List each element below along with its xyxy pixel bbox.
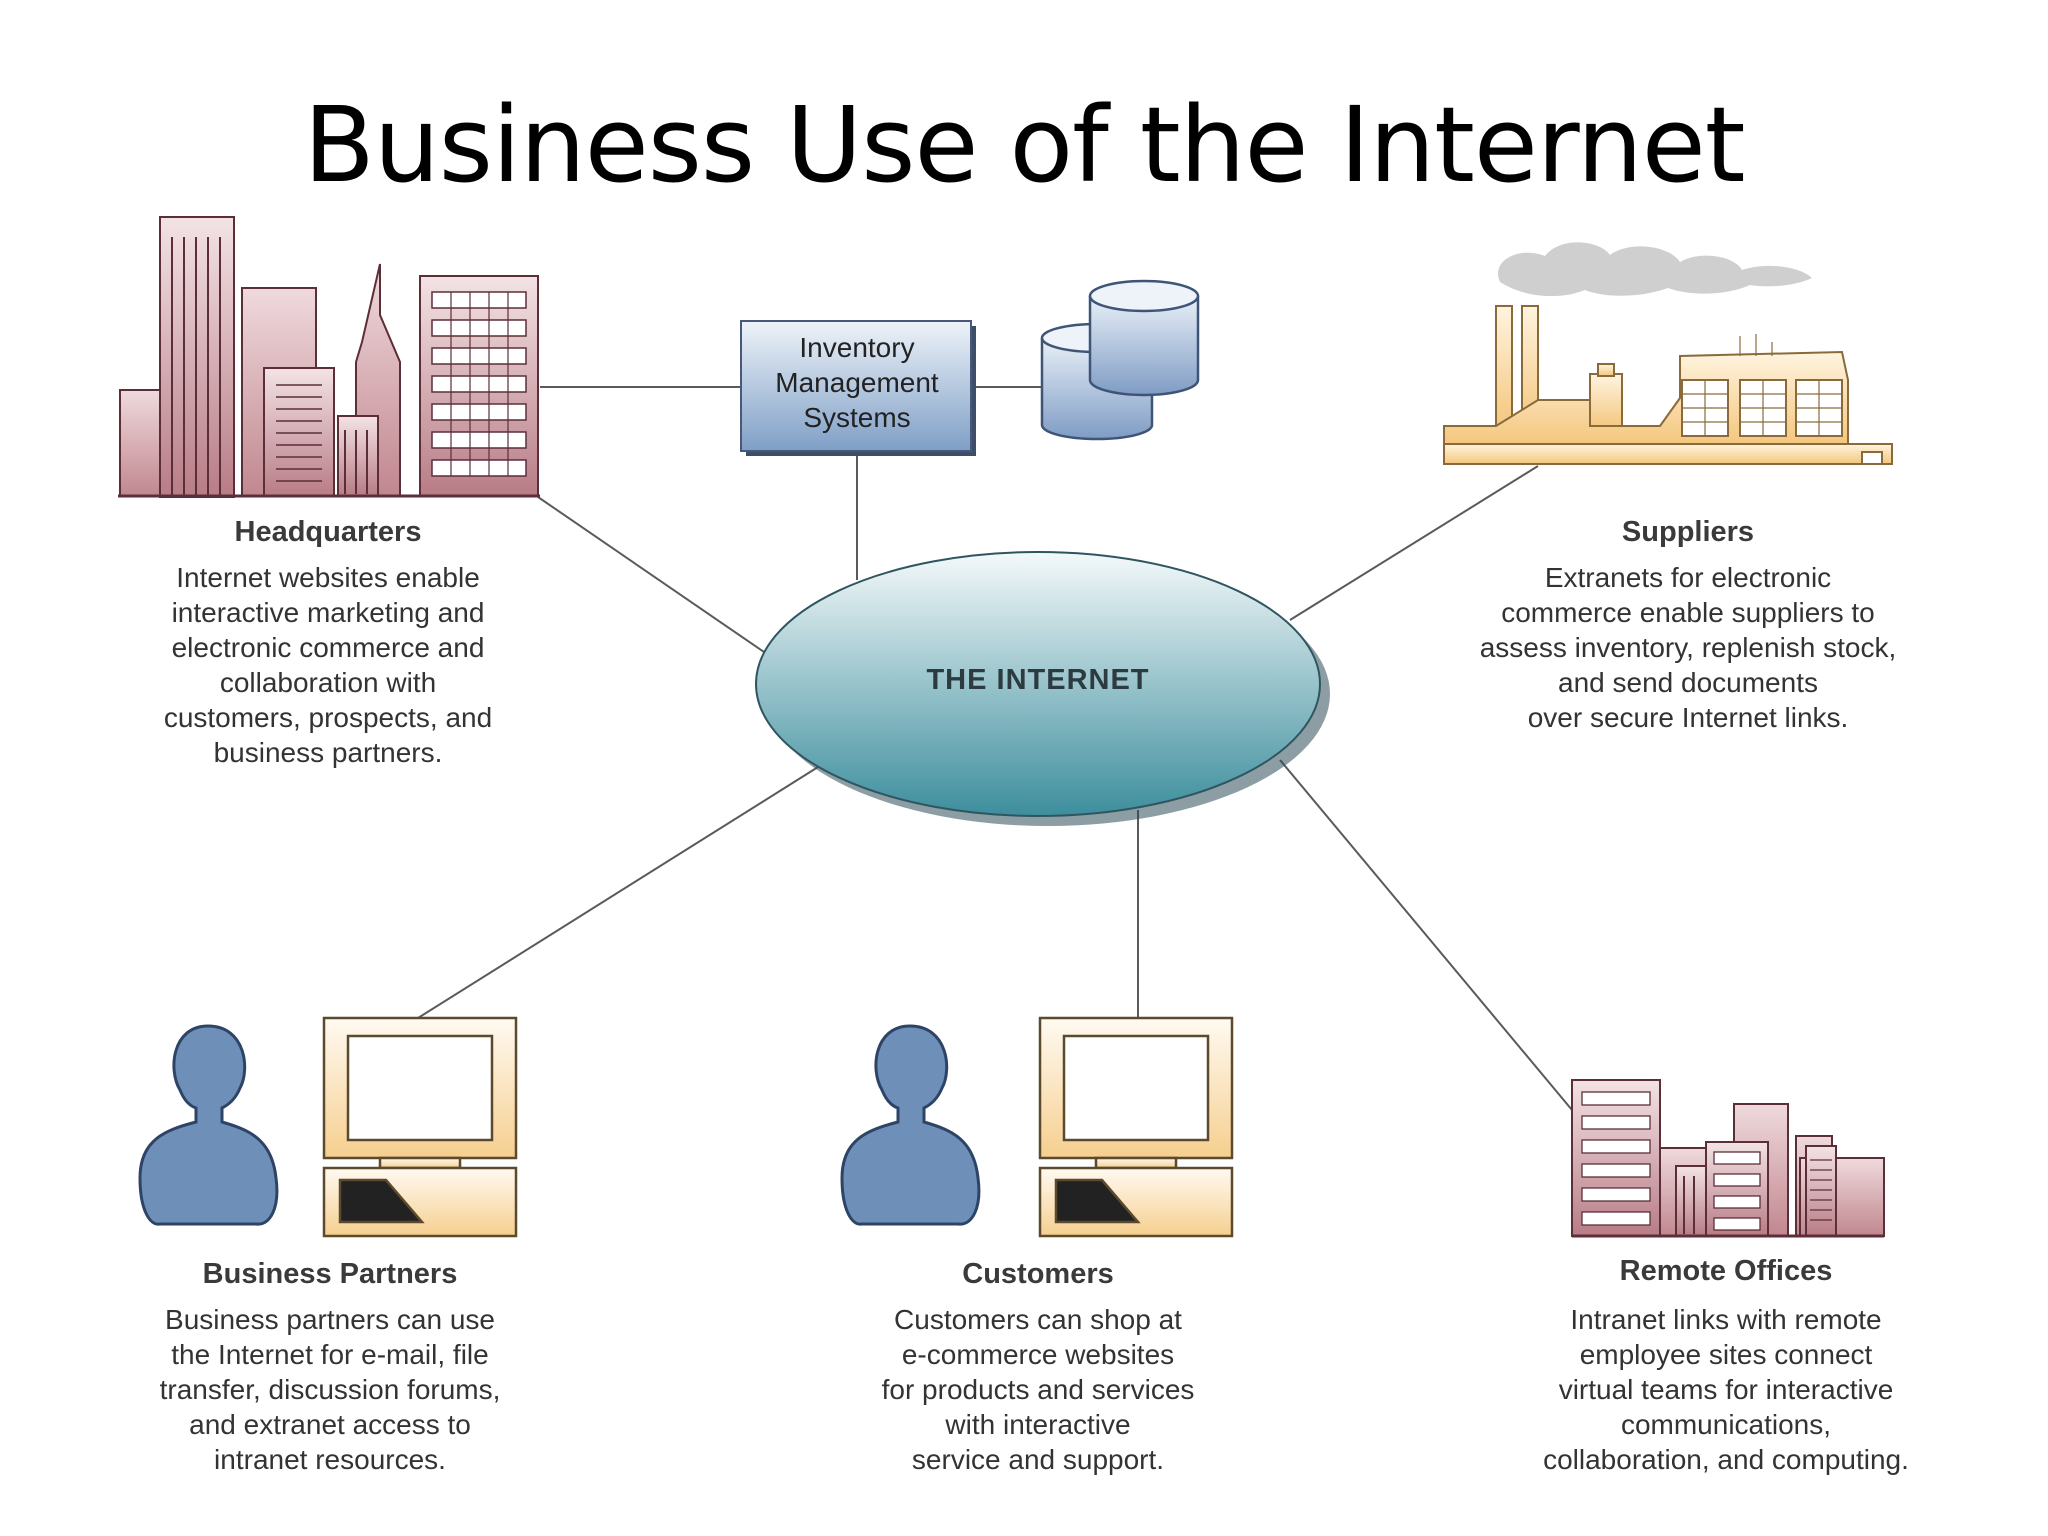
headquarters-building-icon <box>118 216 540 498</box>
description-line: communications, <box>1620 1409 1832 1440</box>
remote-offices-title: Remote Offices <box>1619 1255 1833 1287</box>
database-icon <box>1040 279 1200 441</box>
description-line: Extranets for electronic <box>1544 562 1832 593</box>
description-line: Customers can shop at <box>894 1304 1182 1335</box>
business-partners-computer-icon <box>322 1016 518 1238</box>
customers-computer-icon <box>1038 1016 1234 1238</box>
slide-title: Business Use of the Internet <box>303 84 1746 206</box>
customers-description: Customers can shop at e-commerce website… <box>818 1302 1258 1477</box>
connector-suppliers-internet <box>1289 465 1539 621</box>
headquarters-title: Headquarters <box>234 516 422 548</box>
business-partners-description: Business partners can use the Internet f… <box>100 1302 560 1477</box>
description-line: assess inventory, replenish stock, <box>1479 632 1897 663</box>
description-line: transfer, discussion forums, <box>159 1374 501 1405</box>
suppliers-factory-icon <box>1443 242 1893 465</box>
connector-hq-internet <box>537 496 765 653</box>
headquarters-description: Internet websites enable interactive mar… <box>108 560 548 770</box>
internet-label: THE INTERNET <box>926 664 1150 696</box>
description-line: commerce enable suppliers to <box>1501 597 1875 628</box>
inventory-label-line: Management <box>775 367 939 398</box>
description-line: Internet websites enable <box>176 562 480 593</box>
description-line: collaboration with <box>219 667 437 698</box>
description-line: and send documents <box>1558 667 1818 698</box>
suppliers-description: Extranets for electronic commerce enable… <box>1438 560 1938 735</box>
inventory-label-line: Inventory <box>799 332 915 363</box>
description-line: business partners. <box>213 737 443 768</box>
remote-offices-description: Intranet links with remote employee site… <box>1486 1302 1966 1477</box>
connector-remote-internet <box>1279 759 1573 1111</box>
customers-title: Customers <box>962 1258 1114 1290</box>
inventory-management-label: Inventory Management Systems <box>742 330 972 435</box>
description-line: intranet resources. <box>214 1444 446 1475</box>
description-line: the Internet for e-mail, file <box>171 1339 489 1370</box>
description-line: service and support. <box>911 1444 1165 1475</box>
description-line: collaboration, and computing. <box>1543 1444 1909 1475</box>
connectors <box>417 386 1573 1111</box>
description-line: and extranet access to <box>189 1409 471 1440</box>
inventory-label-line: Systems <box>803 402 911 433</box>
description-line: electronic commerce and <box>171 632 485 663</box>
description-line: interactive marketing and <box>171 597 485 628</box>
description-line: virtual teams for interactive <box>1558 1374 1894 1405</box>
description-line: employee sites connect <box>1579 1339 1873 1370</box>
description-line: for products and services <box>881 1374 1195 1405</box>
description-line: customers, prospects, and <box>163 702 493 733</box>
remote-offices-building-icon <box>1571 1079 1885 1238</box>
internet-cloud <box>755 551 1330 826</box>
inventory-management-box <box>740 320 976 456</box>
business-partners-person-icon <box>138 1024 279 1226</box>
description-line: e-commerce websites <box>901 1339 1175 1370</box>
customers-person-icon <box>840 1024 981 1226</box>
connector-partners-internet <box>417 766 819 1019</box>
description-line: Intranet links with remote <box>1570 1304 1882 1335</box>
description-line: Business partners can use <box>165 1304 495 1335</box>
description-line: over secure Internet links. <box>1527 702 1849 733</box>
description-line: with interactive <box>945 1409 1131 1440</box>
business-partners-title: Business Partners <box>202 1258 458 1290</box>
suppliers-title: Suppliers <box>1621 516 1755 548</box>
